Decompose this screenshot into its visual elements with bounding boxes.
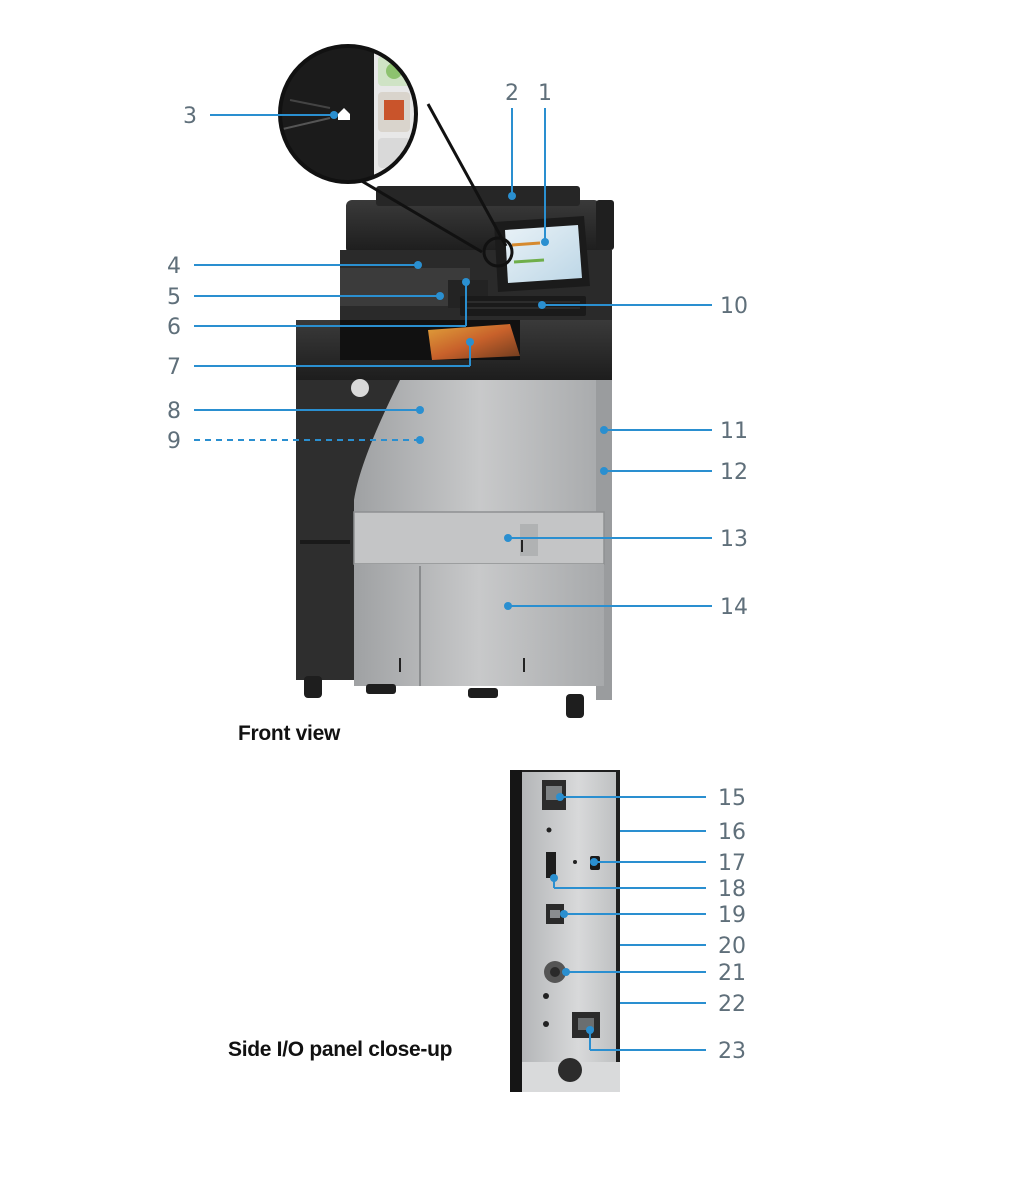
callout-lines bbox=[194, 108, 712, 1051]
usb-host-port bbox=[546, 852, 556, 878]
caster bbox=[566, 694, 584, 718]
callout-5: 5 bbox=[167, 285, 181, 310]
callout-13: 13 bbox=[720, 527, 748, 552]
front-view-caption: Front view bbox=[238, 722, 341, 745]
home-icon bbox=[338, 108, 350, 120]
side-panel-caption: Side I/O panel close-up bbox=[228, 1038, 453, 1061]
printer-left-side bbox=[296, 380, 354, 680]
callout-20: 20 bbox=[718, 934, 746, 959]
front-door bbox=[354, 380, 606, 512]
callout-8: 8 bbox=[167, 399, 181, 424]
callout-12: 12 bbox=[720, 460, 748, 485]
callout-22: 22 bbox=[718, 992, 746, 1017]
hp-logo-icon bbox=[351, 379, 369, 397]
keyboard bbox=[460, 296, 586, 316]
callout-19: 19 bbox=[718, 903, 746, 928]
callout-23: 23 bbox=[718, 1039, 746, 1064]
callout-1: 1 bbox=[538, 81, 552, 106]
callout-15: 15 bbox=[718, 786, 746, 811]
io-panel-closeup bbox=[510, 770, 620, 1092]
callout-21: 21 bbox=[718, 961, 746, 986]
callout-7: 7 bbox=[167, 355, 181, 380]
callout-17: 17 bbox=[718, 851, 746, 876]
callout-9: 9 bbox=[167, 429, 181, 454]
callout-11: 11 bbox=[720, 419, 748, 444]
caster bbox=[304, 676, 322, 698]
callout-6: 6 bbox=[167, 315, 181, 340]
touchscreen bbox=[505, 225, 582, 283]
callout-numbers: 1 2 3 4 5 6 7 8 9 10 11 12 13 14 15 16 1… bbox=[167, 81, 748, 1064]
caster bbox=[468, 688, 498, 698]
callout-16: 16 bbox=[718, 820, 746, 845]
callout-14: 14 bbox=[720, 595, 748, 620]
callout-4: 4 bbox=[167, 254, 181, 279]
caster bbox=[366, 684, 396, 694]
panel-knob bbox=[558, 1058, 582, 1082]
high-capacity-input bbox=[354, 564, 604, 686]
printer-front-view bbox=[296, 186, 614, 718]
callout-3: 3 bbox=[183, 104, 197, 129]
callout-18: 18 bbox=[718, 877, 746, 902]
callout-2: 2 bbox=[505, 81, 519, 106]
callout-10: 10 bbox=[720, 294, 748, 319]
